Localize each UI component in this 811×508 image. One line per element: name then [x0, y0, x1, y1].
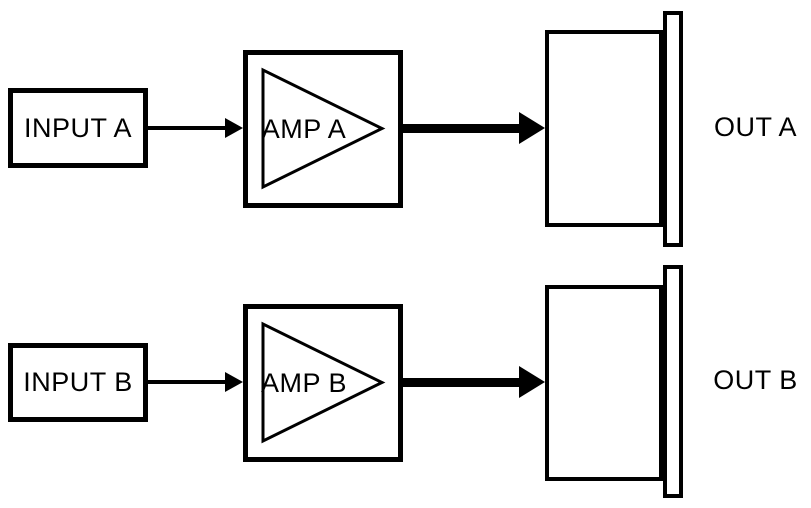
input-b-label: INPUT B: [23, 367, 133, 397]
output-device-a-box: [545, 30, 663, 227]
input-b-box: INPUT B: [8, 343, 148, 422]
input-a-box: INPUT A: [8, 88, 148, 168]
amp-to-output-arrowhead-b: [519, 366, 545, 398]
input-a-label: INPUT A: [23, 112, 133, 143]
input-to-amp-wire-b: [148, 380, 228, 384]
out-a-label: OUT A: [713, 112, 798, 142]
amp-to-output-wire-b: [403, 378, 521, 387]
input-to-amp-arrowhead-b: [225, 372, 243, 392]
amp-a-box: AMP A: [243, 50, 403, 208]
output-device-a-faceplate: [663, 11, 683, 247]
amplifier-triangle-icon: [261, 67, 386, 190]
input-to-amp-arrowhead-a: [225, 118, 243, 138]
amp-a-label: AMP A: [261, 113, 347, 144]
amp-b-box: AMP B: [243, 304, 403, 462]
output-device-b-box: [545, 285, 663, 481]
amplifier-triangle-icon: [261, 321, 386, 444]
output-device-b-faceplate: [663, 265, 683, 498]
amp-to-output-wire-a: [403, 124, 521, 133]
amp-a-label-wrap: AMP A: [248, 55, 360, 203]
amp-b-label-wrap: AMP B: [248, 309, 360, 457]
out-b-label-wrap: OUT B: [703, 353, 808, 408]
out-b-label: OUT B: [713, 365, 798, 395]
amp-b-label: AMP B: [260, 367, 348, 398]
out-a-label-wrap: OUT A: [703, 100, 808, 155]
input-to-amp-wire-a: [148, 126, 228, 130]
amp-to-output-arrowhead-a: [519, 112, 545, 144]
